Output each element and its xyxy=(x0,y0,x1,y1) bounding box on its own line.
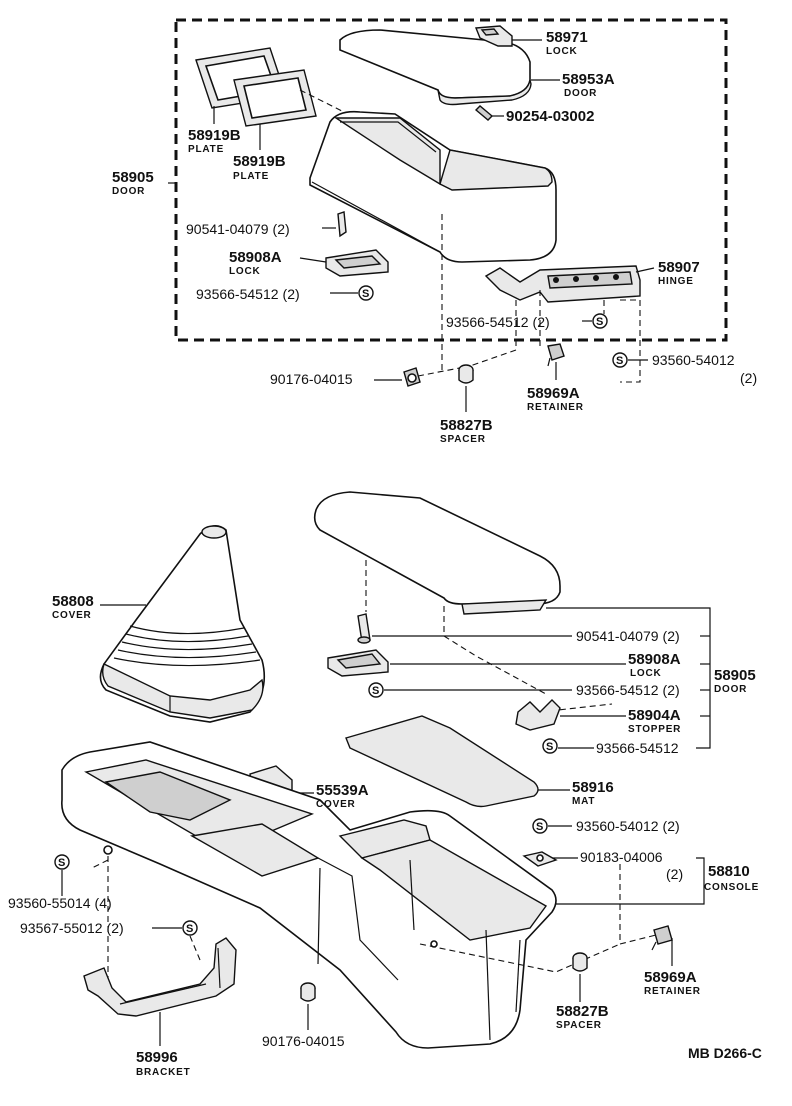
lock-58971-drawing xyxy=(474,25,513,47)
label-58810-name: CONSOLE xyxy=(704,882,759,893)
label-58969a-bottom-num: 58969A xyxy=(644,969,697,986)
svg-text:S: S xyxy=(616,355,623,367)
label-90541-top: 90541-04079(2) xyxy=(186,221,290,237)
label-58919b-a-num: 58919B xyxy=(188,127,241,144)
s-washer-bottom-e: S xyxy=(182,920,198,936)
svg-text:S: S xyxy=(372,685,379,697)
screw-90541-bottom-drawing xyxy=(357,613,371,644)
s-washer-top-c: S xyxy=(612,352,628,368)
label-93560-top-qty: (2) xyxy=(740,370,757,386)
s-washer-bottom-a: S xyxy=(368,682,384,698)
label-58905-bottom-name: DOOR xyxy=(714,684,747,695)
s-washer-top-a: S xyxy=(358,285,374,301)
label-58953a-num: 58953A xyxy=(562,71,615,88)
label-90183-qty: (2) xyxy=(666,866,683,882)
label-90183-num: 90183-04006 xyxy=(580,849,663,865)
label-90176-top: 90176-04015 xyxy=(270,371,353,387)
svg-text:S: S xyxy=(546,741,553,753)
shift-boot-drawing xyxy=(99,525,266,723)
label-93566-top-a: 93566-54512(2) xyxy=(196,286,300,302)
spacer-58827b-top-drawing xyxy=(458,364,474,384)
screw-90541-top-drawing xyxy=(337,211,347,238)
label-58969a-top-name: RETAINER xyxy=(527,402,584,413)
retainer-58969a-bottom-drawing xyxy=(651,925,673,951)
label-58827b-top-name: SPACER xyxy=(440,434,486,445)
bottom-lid-drawing xyxy=(313,491,561,615)
label-93560-55014: 93560-55014(4) xyxy=(8,895,112,911)
label-55539a-name: COVER xyxy=(316,799,356,810)
s-washer-bottom-d: S xyxy=(54,854,70,870)
label-58808-name: COVER xyxy=(52,610,92,621)
retainer-58969a-top-drawing xyxy=(547,343,565,367)
stopper-58904a-drawing xyxy=(515,699,561,731)
label-58908a-bottom-num: 58908A xyxy=(628,651,681,668)
door-lid-drawing xyxy=(339,29,532,106)
label-58919b-b-num: 58919B xyxy=(233,153,286,170)
label-93566-bottom-a: 93566-54512(2) xyxy=(576,682,680,698)
label-58827b-top-num: 58827B xyxy=(440,417,493,434)
label-58919b-b-name: PLATE xyxy=(233,171,269,182)
svg-text:S: S xyxy=(362,288,369,300)
label-58907-name: HINGE xyxy=(658,276,694,287)
nut-90183-drawing xyxy=(522,851,558,867)
lock-58908a-bottom-drawing xyxy=(327,649,389,677)
label-58904a-name: STOPPER xyxy=(628,724,681,735)
clip-90176-top-drawing xyxy=(403,367,421,387)
s-washer-top-b: S xyxy=(592,313,608,329)
console-58810-drawing xyxy=(61,741,557,1049)
label-58908a-top-name: LOCK xyxy=(229,266,261,277)
label-58810-num: 58810 xyxy=(708,863,750,880)
label-58971-num: 58971 xyxy=(546,29,588,46)
label-55539a-num: 55539A xyxy=(316,782,369,799)
label-58908a-top-num: 58908A xyxy=(229,249,282,266)
label-58916-num: 58916 xyxy=(572,779,614,796)
pin-90254-drawing xyxy=(474,105,494,121)
svg-text:S: S xyxy=(58,857,65,869)
label-58953a-name: DOOR xyxy=(564,88,597,99)
label-58904a-num: 58904A xyxy=(628,707,681,724)
label-93566-top-b: 93566-54512(2) xyxy=(446,314,550,330)
label-58971-name: LOCK xyxy=(546,46,578,57)
label-58808-num: 58808 xyxy=(52,593,94,610)
label-93567: 93567-55012(2) xyxy=(20,920,124,936)
door-assembly-boundary xyxy=(174,18,728,342)
svg-text:S: S xyxy=(186,923,193,935)
label-58996-num: 58996 xyxy=(136,1049,178,1066)
label-58905-top-name: DOOR xyxy=(112,186,145,197)
label-58827b-bottom-name: SPACER xyxy=(556,1020,602,1031)
label-58969a-top-num: 58969A xyxy=(527,385,580,402)
clip-90176-bottom-drawing xyxy=(300,982,316,1002)
mat-58916-drawing xyxy=(345,715,539,808)
hinge-58907-drawing xyxy=(484,265,641,303)
door-box-drawing xyxy=(309,110,557,263)
label-90176-bottom: 90176-04015 xyxy=(262,1033,345,1049)
label-58996-name: BRACKET xyxy=(136,1067,191,1078)
label-58827b-bottom-num: 58827B xyxy=(556,1003,609,1020)
s-washer-bottom-c: S xyxy=(532,818,548,834)
label-58905-top-num: 58905 xyxy=(112,169,154,186)
plate-58919b-b-drawing xyxy=(233,69,317,127)
label-58905-bottom-num: 58905 xyxy=(714,667,756,684)
label-90541-bottom: 90541-04079(2) xyxy=(576,628,680,644)
svg-text:S: S xyxy=(596,316,603,328)
label-58919b-a-name: PLATE xyxy=(188,144,224,155)
svg-text:S: S xyxy=(536,821,543,833)
label-93560-bottom: 93560-54012(2) xyxy=(576,818,680,834)
s-washer-bottom-b: S xyxy=(542,738,558,754)
bracket-58996-drawing xyxy=(83,937,237,1017)
label-58908a-bottom-name: LOCK xyxy=(630,668,662,679)
lock-58908a-top-drawing xyxy=(325,249,389,277)
spacer-58827b-bottom-drawing xyxy=(572,952,588,972)
diagram-code: MB D266-C xyxy=(688,1045,762,1061)
label-58916-name: MAT xyxy=(572,796,595,807)
label-90254-num: 90254-03002 xyxy=(506,108,594,125)
label-93566-bottom-b: 93566-54512 xyxy=(596,740,679,756)
label-93560-top: 93560-54012 xyxy=(652,352,735,368)
label-58907-num: 58907 xyxy=(658,259,700,276)
label-58969a-bottom-name: RETAINER xyxy=(644,986,701,997)
